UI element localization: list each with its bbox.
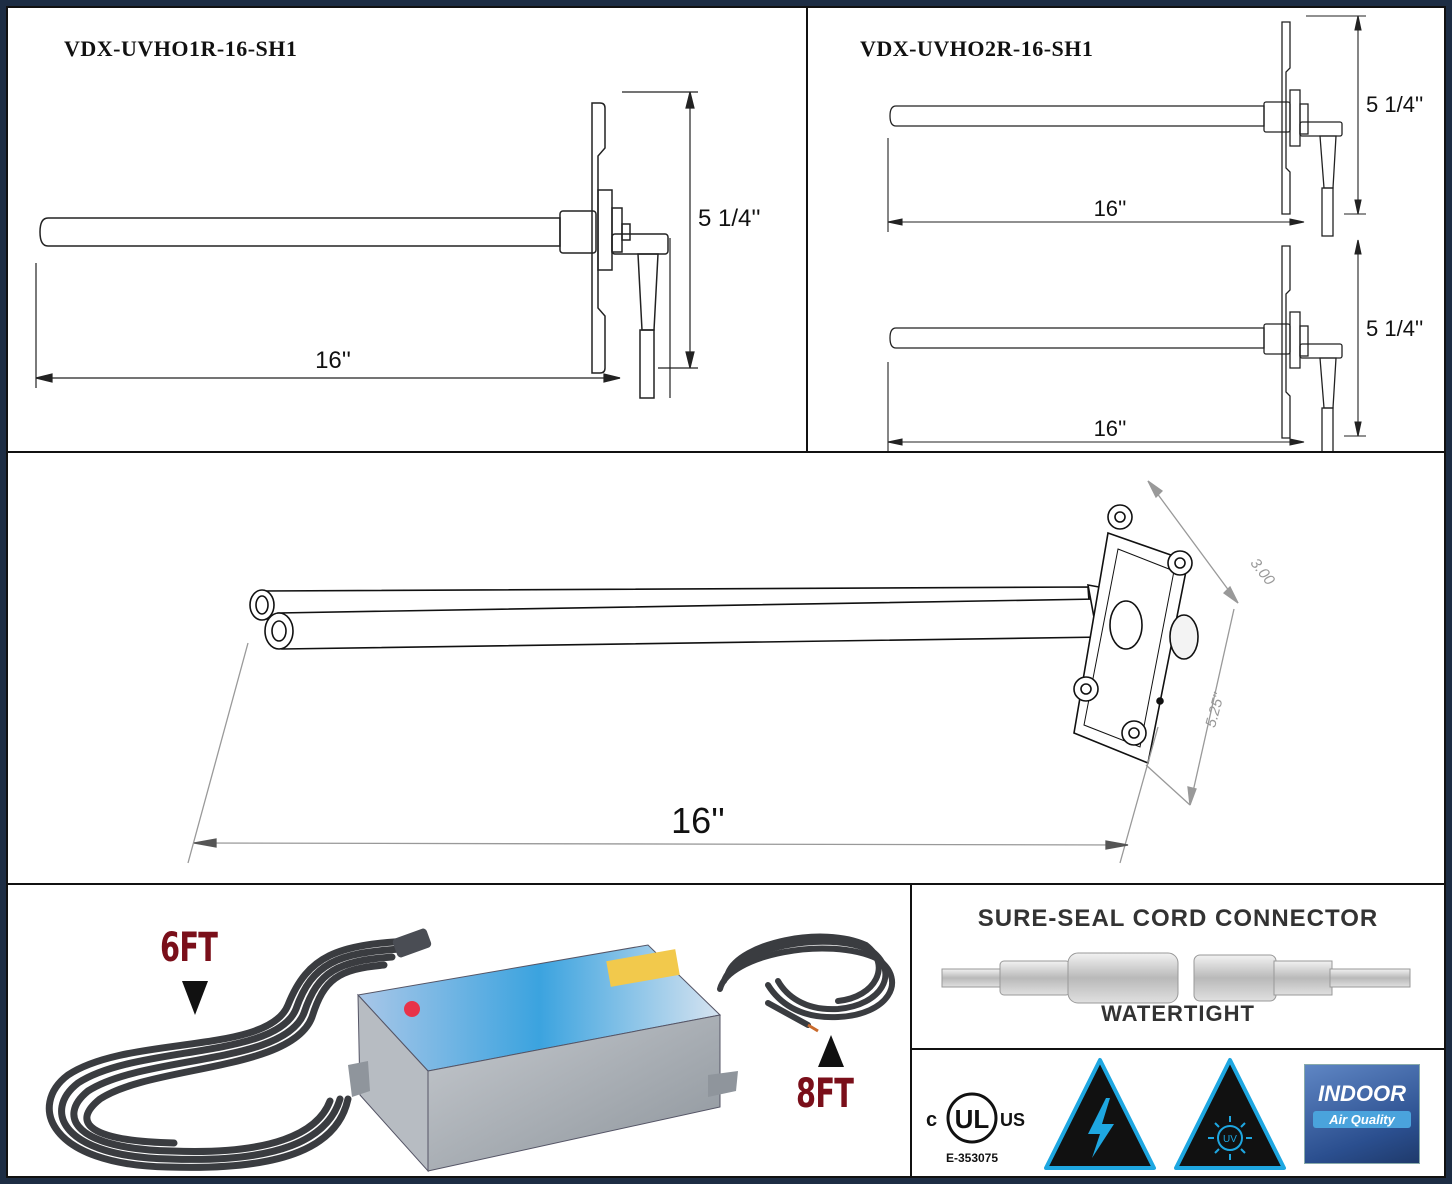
indoor-air-quality-badge: INDOOR Air Quality xyxy=(1304,1064,1420,1164)
ul-us-label: US xyxy=(1000,1110,1025,1130)
double-lamp-upper-dimensions xyxy=(887,15,1366,232)
perspective-panel: 16'' 3.00 5.25'' xyxy=(6,451,1446,885)
perspective-dimensions xyxy=(187,480,1239,864)
double-lamp-upper-height-label: 5 1/4'' xyxy=(1366,92,1423,117)
power-supply-panel: 6FT 8FT xyxy=(6,883,912,1178)
single-lamp-panel: VDX-UVHO1R-16-SH1 xyxy=(6,6,808,453)
electrical-hazard-icon xyxy=(1044,1058,1156,1170)
ul-mark-label: UL xyxy=(955,1104,990,1134)
uv-label: UV xyxy=(1223,1134,1237,1145)
power-supply-illustration xyxy=(45,928,896,1173)
perspective-length-label: 16'' xyxy=(671,800,725,841)
ul-c-label: c xyxy=(926,1109,937,1131)
right-power-cord xyxy=(717,933,896,1028)
double-lamp-lower-length-label: 16'' xyxy=(1094,416,1127,441)
connector-title: SURE-SEAL CORD CONNECTOR xyxy=(977,905,1379,932)
uv-lamp-tube xyxy=(39,217,561,247)
sure-seal-connector-icon xyxy=(941,952,1411,1004)
right-cord-arrow-icon xyxy=(818,1035,844,1067)
double-lamp-model-title: VDX-UVHO2R-16-SH1 xyxy=(860,36,1094,61)
connector-subtitle: WATERTIGHT xyxy=(1101,1001,1255,1026)
single-lamp-height-label: 5 1/4'' xyxy=(698,205,761,232)
connector-panel: SURE-SEAL CORD CONNECTOR WATERTIGHT xyxy=(910,883,1446,1050)
left-cord-arrow-icon xyxy=(182,981,208,1015)
single-lamp-length-label: 16'' xyxy=(315,347,351,374)
double-lamp-lower xyxy=(889,245,1343,451)
double-lamp-lower-dimensions xyxy=(887,239,1366,451)
double-lamp-lower-height-label: 5 1/4'' xyxy=(1366,316,1423,341)
right-cord-length-label: 8FT xyxy=(796,1071,854,1117)
certifications-panel: c UL US E-353075 UV INDOOR Air Quality xyxy=(910,1048,1446,1178)
iaq-title: INDOOR xyxy=(1318,1081,1406,1106)
perspective-drawing: 16'' 3.00 5.25'' xyxy=(187,480,1279,864)
single-lamp-drawing: 16'' 5 1/4'' xyxy=(35,91,761,399)
double-lamp-upper xyxy=(889,21,1343,237)
single-lamp-model-title: VDX-UVHO1R-16-SH1 xyxy=(64,36,298,61)
perspective-plate-height-label: 5.25'' xyxy=(1202,690,1228,729)
double-lamp-drawing: 16'' 5 1/4'' 16'' 5 1/4'' xyxy=(887,15,1423,451)
left-cord-length-label: 6FT xyxy=(160,925,218,971)
iaq-subtitle: Air Quality xyxy=(1313,1111,1411,1128)
lamp-socket xyxy=(559,210,597,254)
uv-hazard-icon: UV xyxy=(1174,1058,1286,1170)
ul-number-label: E-353075 xyxy=(946,1151,998,1165)
ul-listed-icon: c UL US E-353075 xyxy=(926,1092,1025,1165)
double-lamp-upper-length-label: 16'' xyxy=(1094,196,1127,221)
double-lamp-panel: VDX-UVHO2R-16-SH1 16'' 5 1/4'' xyxy=(806,6,1446,453)
left-power-cord xyxy=(45,937,412,1171)
perspective-plate-width-label: 3.00 xyxy=(1247,555,1279,589)
